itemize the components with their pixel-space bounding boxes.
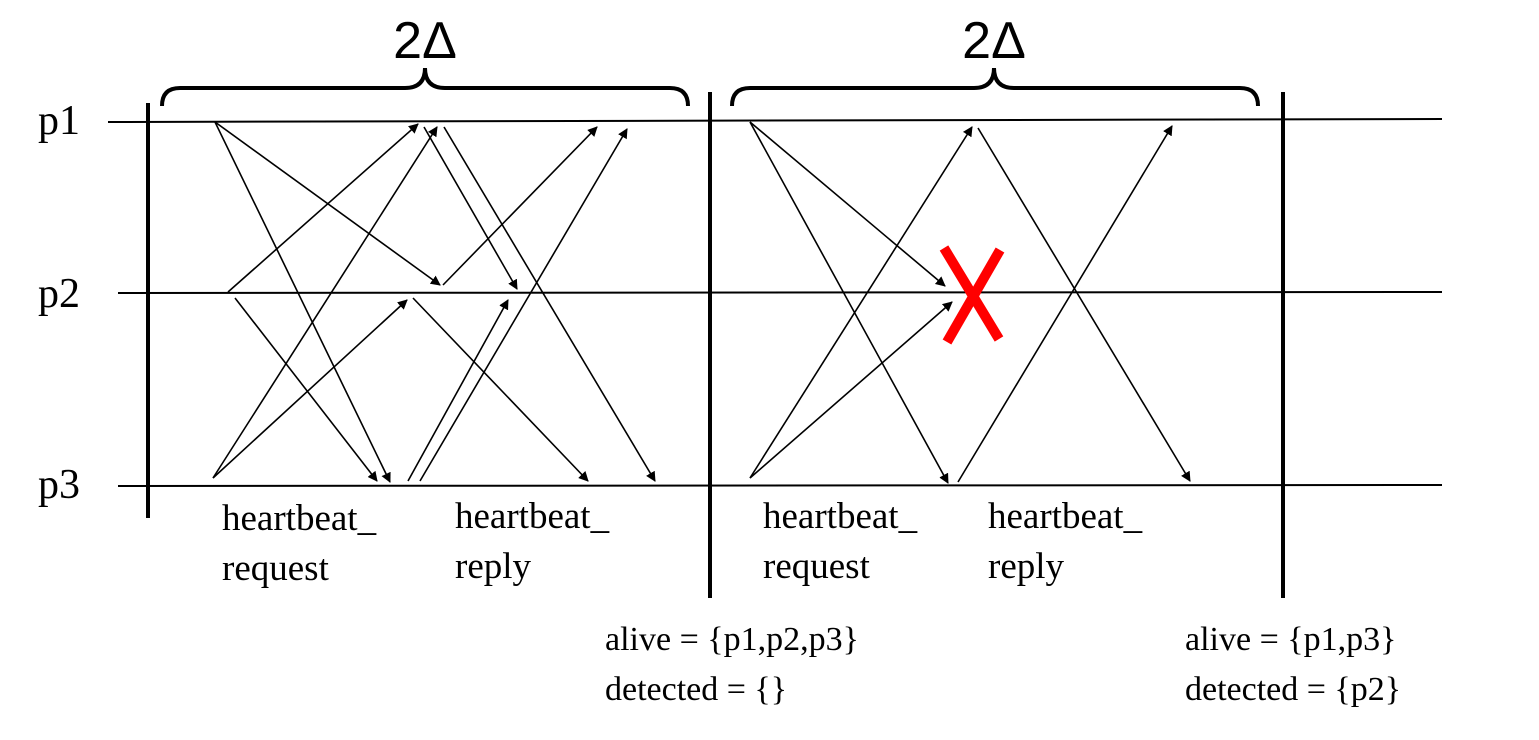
reply-label-2: heartbeat_reply — [988, 496, 1143, 587]
request-arrow — [227, 123, 419, 293]
interval-brace-2 — [730, 67, 1260, 107]
reply-arrow — [443, 126, 656, 482]
timeline-p2 — [117, 291, 1443, 294]
interval-brace-1 — [160, 67, 690, 107]
request-arrow — [234, 297, 378, 482]
state-label-1: alive = {p1,p2,p3}detected = {} — [605, 621, 859, 708]
reply-arrow — [407, 299, 509, 482]
request-label-1: heartbeat_request — [222, 498, 377, 589]
request-arrow — [749, 301, 953, 479]
reply-arrow — [412, 297, 589, 482]
reply-label-1: heartbeat_reply — [455, 496, 610, 587]
request-arrow — [749, 121, 949, 484]
request-arrow — [212, 126, 438, 479]
interval-duration-label-1: 2Δ — [393, 12, 457, 70]
reply-arrow — [957, 125, 1173, 483]
state-label-2: alive = {p1,p3}detected = {p2} — [1185, 621, 1401, 708]
timeline-p3 — [117, 484, 1443, 487]
timeline-p1 — [107, 118, 1443, 123]
failure-x-mark — [939, 245, 1005, 345]
interval-duration-label-2: 2Δ — [962, 12, 1026, 70]
reply-arrow — [419, 128, 628, 482]
request-arrow — [212, 299, 408, 479]
reply-arrow — [423, 126, 518, 290]
request-arrow — [749, 126, 973, 479]
request-arrow — [749, 121, 946, 287]
message-arrows — [212, 121, 1191, 484]
request-arrow — [214, 121, 391, 483]
process-label-p2: p2 — [38, 271, 80, 317]
reply-arrow — [442, 126, 598, 286]
request-label-2: heartbeat_request — [763, 496, 918, 587]
process-label-p3: p3 — [38, 462, 80, 508]
reply-arrow — [977, 127, 1191, 482]
process-label-p1: p1 — [38, 98, 80, 144]
